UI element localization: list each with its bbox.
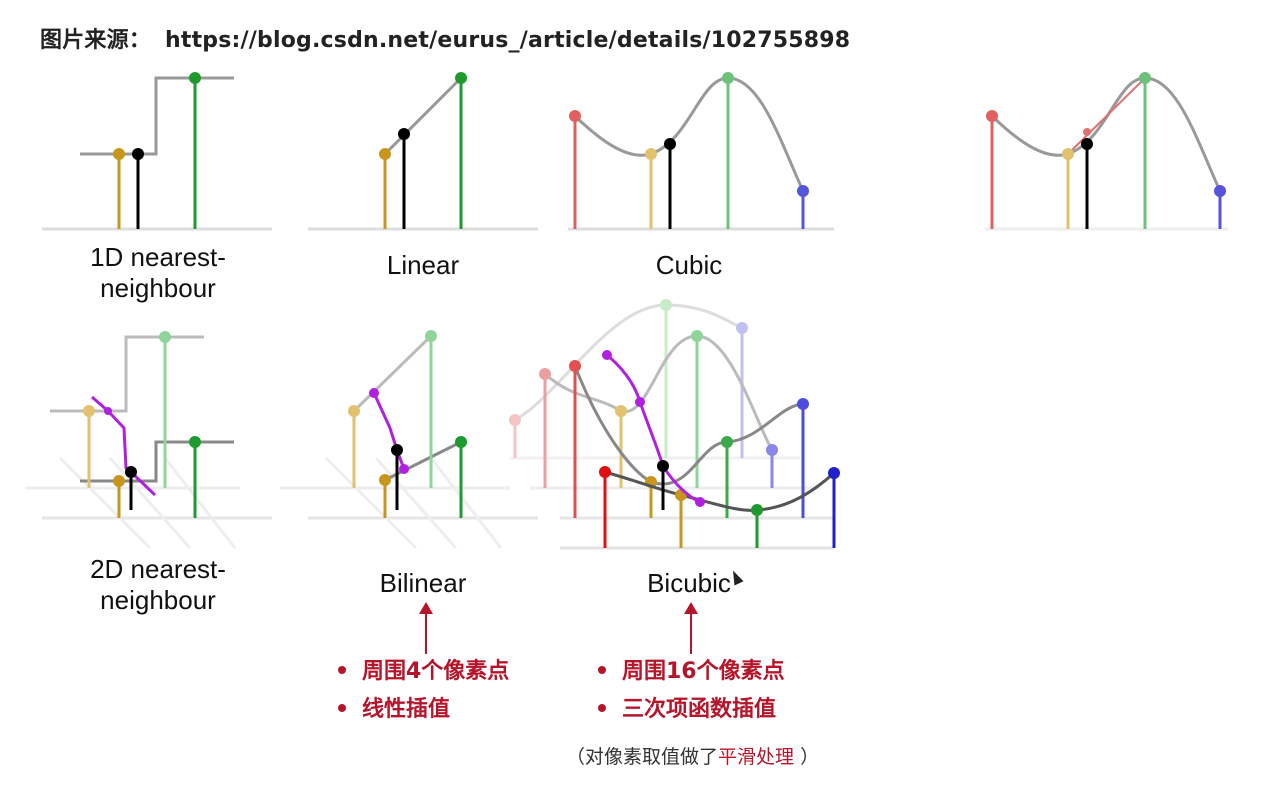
smoothing-note: （对像素取值做了平滑处理 ） xyxy=(566,742,819,769)
label-nn2d-text: 2D nearest- neighbour xyxy=(90,554,226,615)
label-bicubic-text: Bicubic xyxy=(647,568,731,598)
bicubic-point-1: 周围16个像素点 xyxy=(622,659,785,684)
label-bicubic: Bicubic xyxy=(589,568,789,599)
list-item: 线性插值 xyxy=(338,691,509,729)
label-cubic: Cubic xyxy=(589,250,789,281)
linear-plot xyxy=(308,72,538,231)
bicubic-point-2: 三次项函数插值 xyxy=(622,697,777,722)
source-caption: 图片来源： https://blog.csdn.net/eurus_/articl… xyxy=(40,22,850,54)
cubic-plot xyxy=(568,72,834,231)
up-arrow-icon xyxy=(684,602,698,654)
label-nn1d: 1D nearest- neighbour xyxy=(58,242,258,304)
label-linear: Linear xyxy=(323,250,523,281)
list-item: 周围4个像素点 xyxy=(338,653,509,691)
source-label: 图片来源： xyxy=(40,28,152,53)
bullet-dot-icon xyxy=(338,704,346,712)
note-highlight: 平滑处理 xyxy=(718,746,795,768)
note-prefix: （对像素取值做了 xyxy=(566,746,719,768)
list-item: 周围16个像素点 xyxy=(598,653,785,691)
label-linear-text: Linear xyxy=(386,250,460,280)
label-bilinear-text: Bilinear xyxy=(379,568,467,598)
nn2d-plot xyxy=(25,331,272,550)
nn1d-plot xyxy=(42,72,272,231)
bilinear-annotation: 周围4个像素点 线性插值 xyxy=(338,653,509,729)
bicubic-annotation: 周围16个像素点 三次项函数插值 xyxy=(598,653,785,729)
label-nn2d: 2D nearest- neighbour xyxy=(58,554,258,616)
bilinear-point-1: 周围4个像素点 xyxy=(362,659,510,684)
bullet-dot-icon xyxy=(598,666,606,674)
label-nn1d-text: 1D nearest- neighbour xyxy=(90,242,226,303)
bilinear-point-2: 线性插值 xyxy=(362,697,451,722)
label-cubic-text: Cubic xyxy=(655,250,723,280)
up-arrow-icon xyxy=(419,602,433,654)
bilinear-plot xyxy=(280,330,538,550)
note-suffix: ） xyxy=(794,746,820,768)
bullet-dot-icon xyxy=(598,704,606,712)
cubic-vs-linear-plot xyxy=(985,72,1228,231)
label-bilinear: Bilinear xyxy=(323,568,523,599)
bullet-dot-icon xyxy=(338,666,346,674)
source-url[interactable]: https://blog.csdn.net/eurus_/article/det… xyxy=(165,28,851,53)
list-item: 三次项函数插值 xyxy=(598,691,785,729)
bicubic-plot xyxy=(509,299,840,550)
